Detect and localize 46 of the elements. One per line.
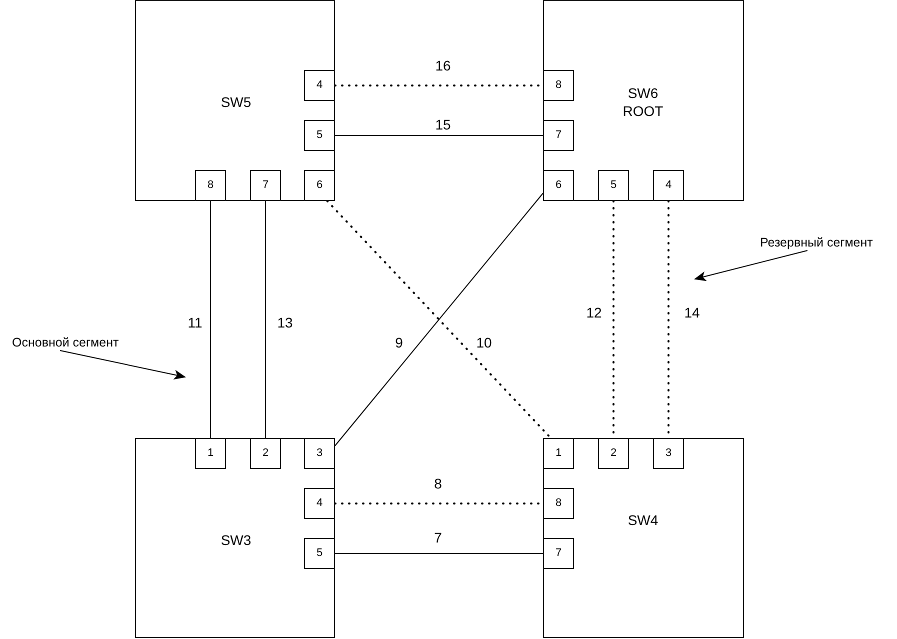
callout-arrow xyxy=(60,350,186,380)
link-line xyxy=(334,553,544,554)
switch-label: SW5 xyxy=(220,92,252,112)
port: 5 xyxy=(304,538,335,569)
switch-label: SW6 ROOT xyxy=(622,84,664,120)
link-label: 11 xyxy=(188,314,202,332)
port: 4 xyxy=(304,488,335,519)
switch-box xyxy=(135,438,335,638)
link-label: 8 xyxy=(434,476,442,492)
switch-label: SW3 xyxy=(220,530,252,550)
port: 8 xyxy=(195,170,226,201)
link-label: 7 xyxy=(434,530,442,546)
port: 6 xyxy=(304,170,335,201)
port: 1 xyxy=(543,438,574,469)
port: 5 xyxy=(598,170,629,201)
switch-box xyxy=(135,0,335,201)
port: 6 xyxy=(543,170,574,201)
link-line xyxy=(334,135,544,136)
link-label: 10 xyxy=(476,334,492,352)
port: 7 xyxy=(543,538,574,569)
port: 8 xyxy=(543,488,574,519)
port: 2 xyxy=(598,438,629,469)
port: 5 xyxy=(304,120,335,151)
callout-arrow xyxy=(694,250,808,282)
switch-box xyxy=(543,438,744,638)
link-label: 13 xyxy=(277,314,293,332)
link-label: 16 xyxy=(435,58,451,74)
switch-label: SW4 xyxy=(628,510,658,530)
port: 1 xyxy=(195,438,226,469)
port: 7 xyxy=(543,120,574,151)
port: 4 xyxy=(653,170,684,201)
port: 8 xyxy=(543,70,574,101)
link-line xyxy=(265,200,266,438)
port: 2 xyxy=(250,438,281,469)
annotation-text: Основной сегмент xyxy=(12,336,119,350)
link-line xyxy=(210,200,211,438)
annotation-text: Резервный сегмент xyxy=(760,236,873,250)
link-label: 9 xyxy=(395,334,403,352)
link-label: 12 xyxy=(586,304,602,322)
port: 3 xyxy=(304,438,335,469)
switch-box xyxy=(543,0,744,201)
port: 4 xyxy=(304,70,335,101)
link-label: 14 xyxy=(684,304,700,322)
port: 7 xyxy=(250,170,281,201)
link-label: 15 xyxy=(435,116,451,134)
port: 3 xyxy=(653,438,684,469)
